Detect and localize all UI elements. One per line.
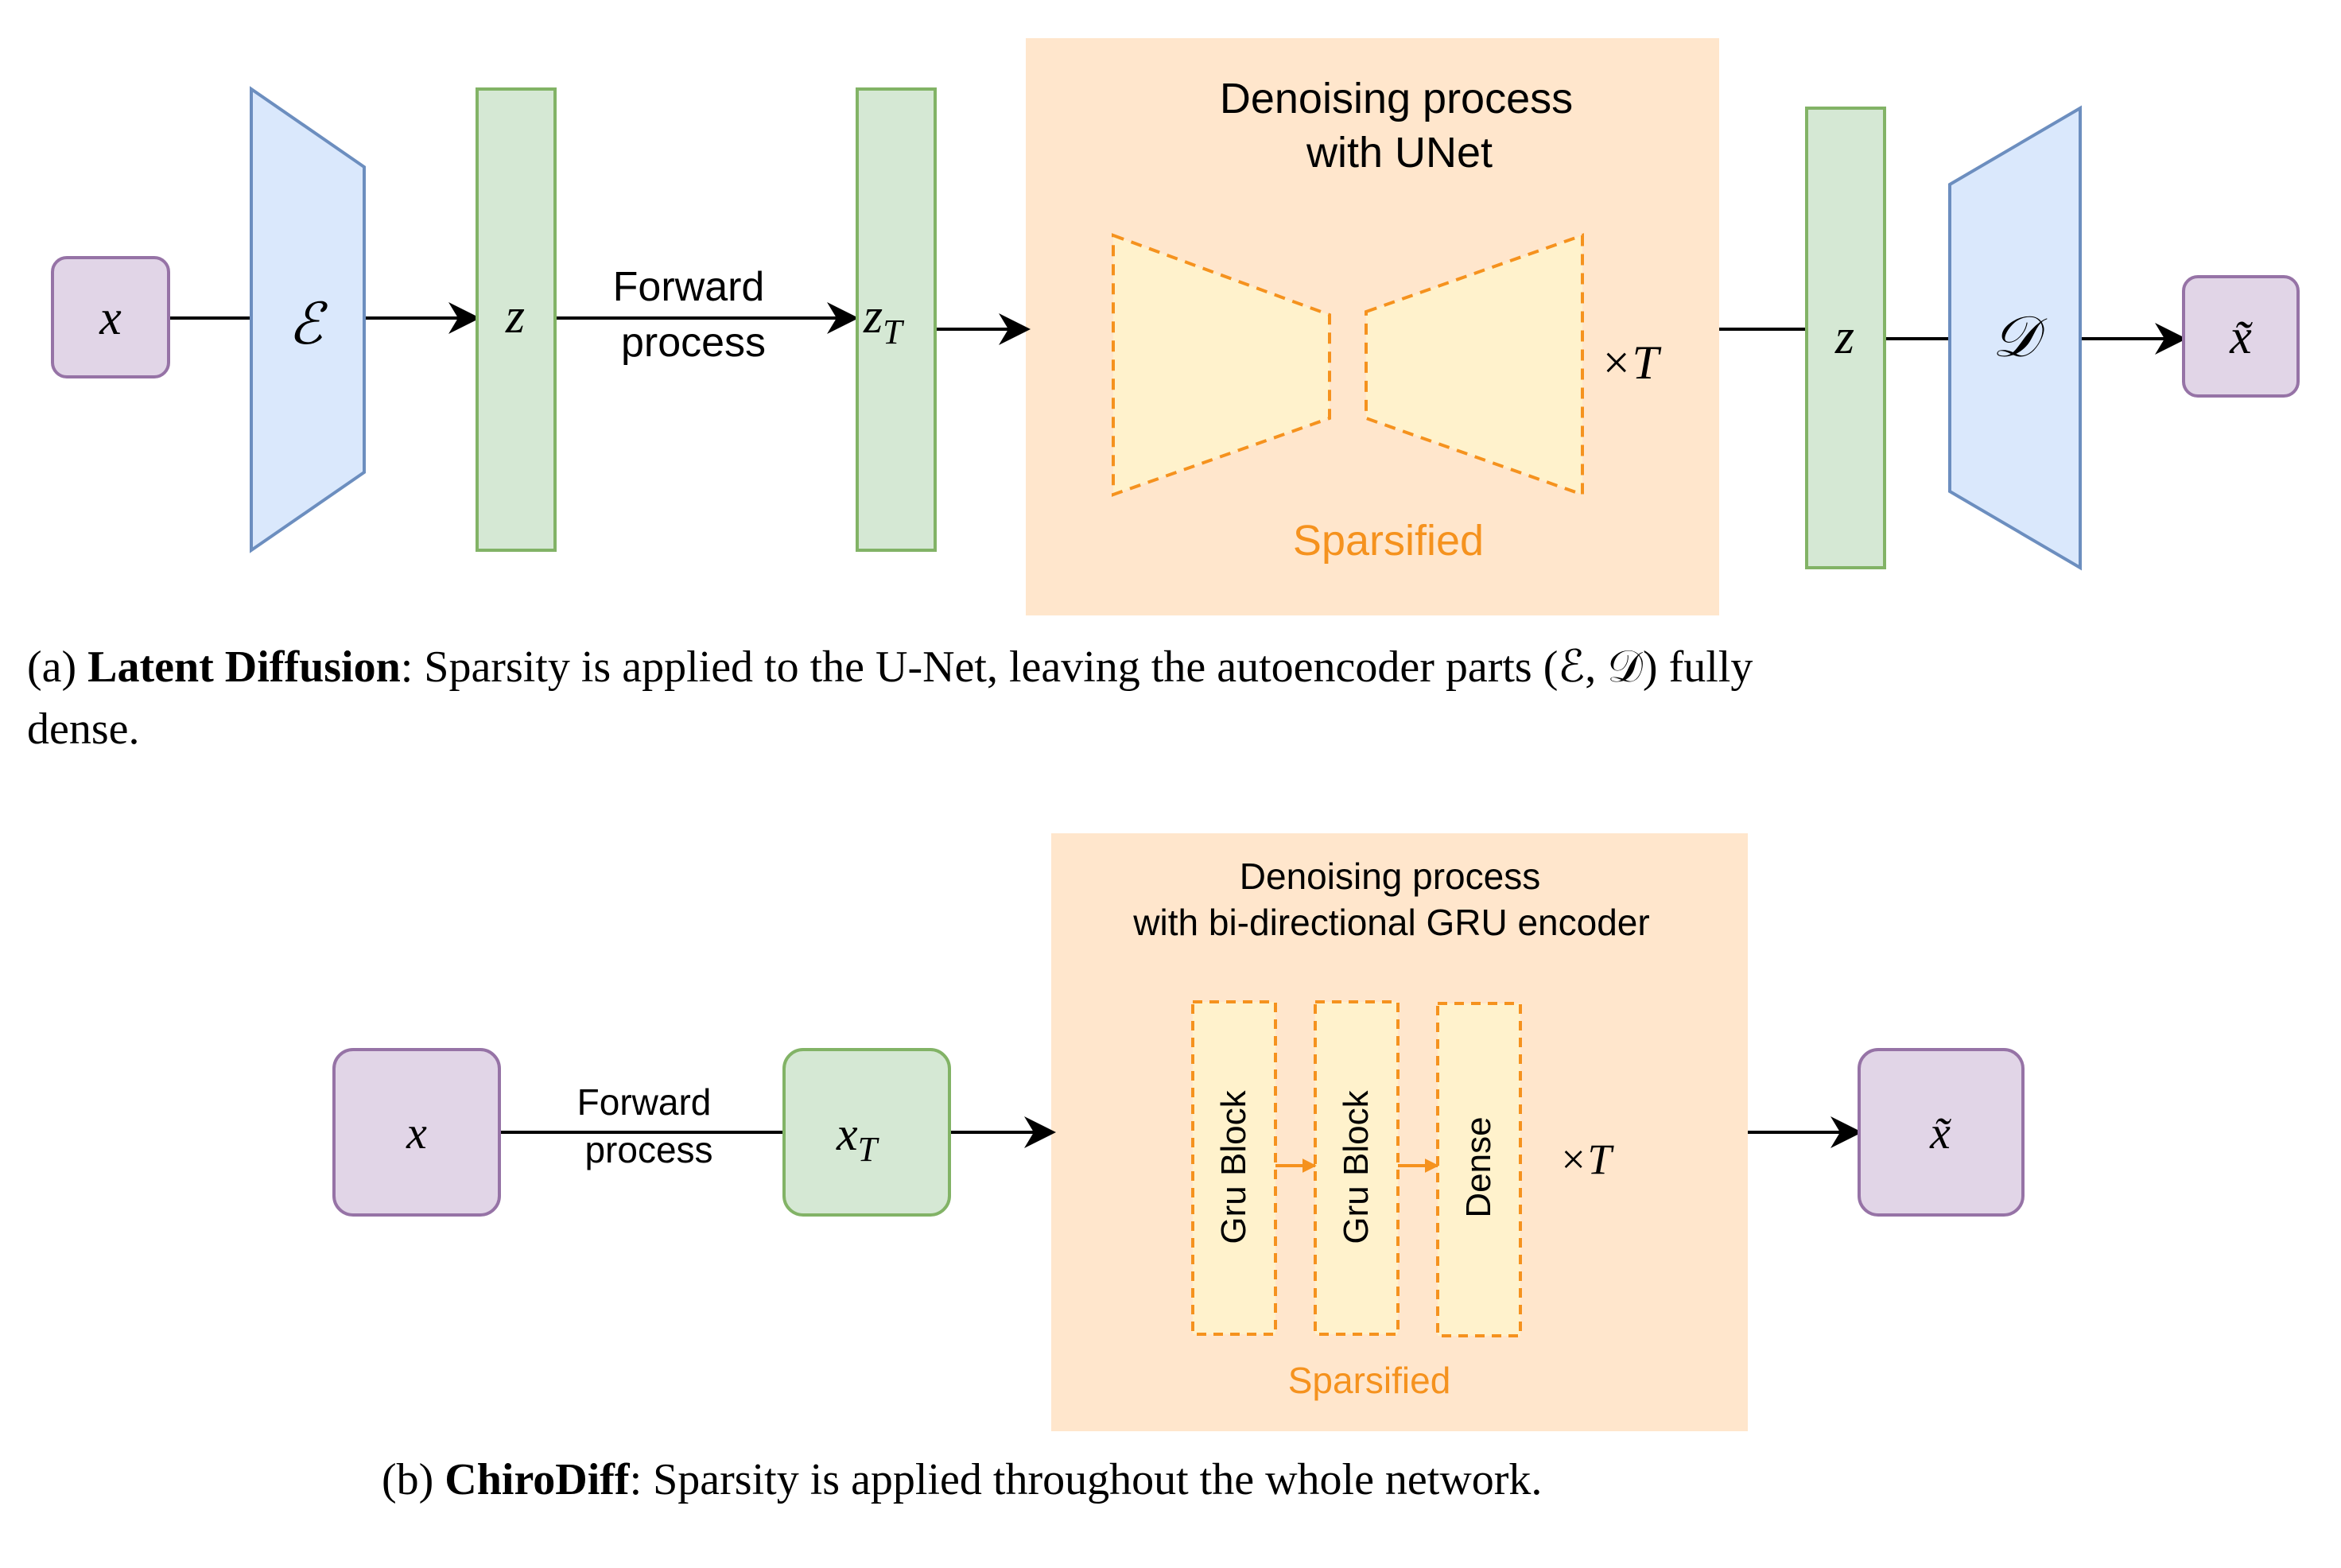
caption-a-line1: (a) Latent Diffusion: Sparsity is applie… <box>27 636 2317 698</box>
encoder-label: ℰ <box>288 293 328 356</box>
denoise-title-a-line2: with UNet <box>1306 129 1493 177</box>
encoder-trapezoid <box>250 86 366 553</box>
panel-b: x Forward process xT Denoising process w… <box>332 833 2025 1431</box>
gru-block-1 <box>1191 1000 1277 1336</box>
sparsified-label-b: Sparsified <box>1288 1360 1451 1401</box>
denoise-title-a-line1: Denoising process <box>1220 75 1573 122</box>
forward-label-b-line1: Forward <box>577 1081 712 1123</box>
caption-b-text: : Sparsity is applied throughout the who… <box>629 1455 1543 1504</box>
caption-a-label: (a) <box>27 642 88 692</box>
sparsified-label-a: Sparsified <box>1293 517 1484 565</box>
forward-label-a-line1: Forward <box>613 264 765 310</box>
input-node-a <box>51 256 170 378</box>
gru-block-2 <box>1314 1000 1400 1336</box>
times-T-a: ×T <box>1600 336 1661 389</box>
caption-b-bold: ChiroDiff <box>445 1455 630 1504</box>
panel-a: x ℰ z Forward process zT Denoising proce… <box>51 38 2300 615</box>
latent-zT-label: zT <box>863 289 905 351</box>
latent-z-label: z <box>505 289 525 343</box>
caption-b: (b) ChiroDiff: Sparsity is applied throu… <box>382 1449 1972 1511</box>
input-node-b <box>332 1048 501 1217</box>
caption-a-text: : Sparsity is applied to the U-Net, leav… <box>400 642 1753 692</box>
xT-node <box>782 1048 951 1217</box>
output-label-b: x̃ <box>1929 1107 1951 1159</box>
denoise-title-b-line2: with bi-directional GRU encoder <box>1132 902 1649 943</box>
unet-decoder-half <box>1365 233 1584 497</box>
unet-encoder-half <box>1112 233 1331 497</box>
dense-block-label: Dense <box>1459 1116 1498 1217</box>
caption-b-label: (b) <box>382 1455 445 1504</box>
latent-z-bar <box>476 87 557 552</box>
times-T-b: ×T <box>1559 1135 1614 1183</box>
latent-zT-bar <box>856 87 937 552</box>
caption-a-text-2: dense. <box>27 704 140 754</box>
denoise-title-b-line1: Denoising process <box>1240 856 1540 897</box>
caption-a-bold: Latent Diffusion <box>87 642 401 692</box>
xT-label: xT <box>836 1108 880 1169</box>
denoise-box-b <box>1051 833 1748 1431</box>
input-label-b: x <box>406 1107 427 1159</box>
dense-block <box>1436 1002 1522 1337</box>
forward-label-b-line2: process <box>584 1129 712 1170</box>
input-label-a: x <box>99 291 122 345</box>
decoder-trapezoid <box>1948 105 2082 571</box>
gru-block-1-label: Gru Block <box>1214 1089 1253 1244</box>
output-node-a <box>2182 275 2300 398</box>
output-label-a: x̃ <box>2229 310 2253 364</box>
caption-a-line2: dense. <box>27 698 140 760</box>
gru-block-2-label: Gru Block <box>1337 1089 1376 1244</box>
latent-z-out-bar <box>1805 107 1886 569</box>
latent-z-out-label: z <box>1834 310 1854 364</box>
forward-label-a-line2: process <box>621 320 766 366</box>
output-node-b <box>1858 1048 2025 1217</box>
